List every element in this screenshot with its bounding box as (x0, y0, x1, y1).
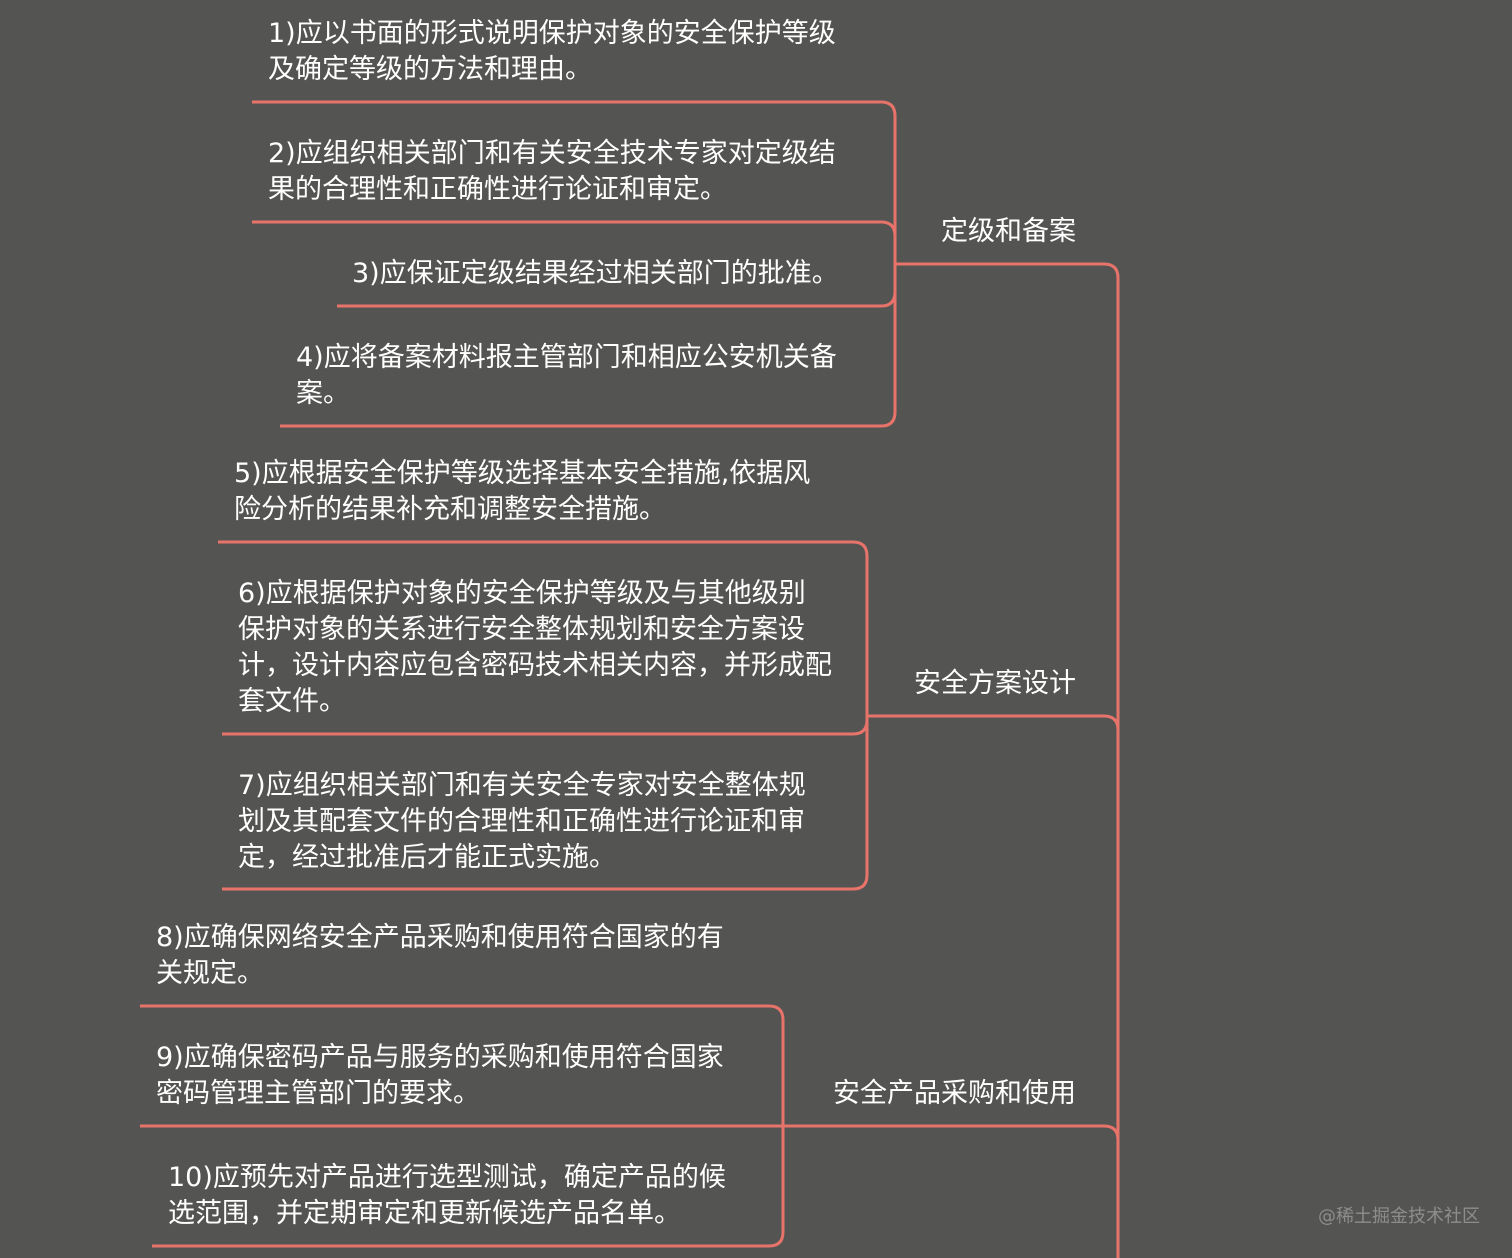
leaf-item-2: 2)应组织相关部门和有关安全技术专家对定级结果的合理性和正确性进行论证和审定。 (268, 138, 836, 205)
leaf-item-10: 10)应预先对产品进行选型测试，确定产品的候选范围，并定期审定和更新候选产品名单… (168, 1162, 726, 1229)
item-4-underline (280, 411, 897, 428)
leaf-item-3: 3)应保证定级结果经过相关部门的批准。 (352, 258, 839, 289)
branch-label-design: 安全方案设计 (914, 668, 1076, 699)
leaf-item-6: 6)应根据保护对象的安全保护等级及与其他级别保护对象的关系进行安全整体规划和安全… (238, 578, 832, 717)
watermark-text: @稀土掘金技术社区 (1318, 1206, 1480, 1227)
leaf-item-8: 8)应确保网络安全产品采购和使用符合国家的有关规定。 (156, 922, 724, 989)
leaf-item-1: 1)应以书面的形式说明保护对象的安全保护等级及确定等级的方法和理由。 (268, 18, 836, 85)
leaf-item-5: 5)应根据安全保护等级选择基本安全措施,依据风险分析的结果补充和调整安全措施。 (234, 458, 811, 525)
leaf-item-7: 7)应组织相关部门和有关安全专家对安全整体规划及其配套文件的合理性和正确性进行论… (238, 770, 806, 873)
item-7-underline (222, 874, 869, 891)
branch-label-procurement: 安全产品采购和使用 (833, 1078, 1076, 1109)
leaf-item-9: 9)应确保密码产品与服务的采购和使用符合国家密码管理主管部门的要求。 (156, 1042, 724, 1109)
branch-underline-1 (895, 262, 1120, 279)
item-5-underline (218, 540, 869, 557)
item-2-underline (252, 220, 897, 237)
branch-underline-3 (783, 1124, 1120, 1141)
item-6-underline (222, 719, 869, 736)
item-10-underline (152, 1231, 785, 1248)
branch-label-grading: 定级和备案 (941, 216, 1076, 247)
item-3-underline (337, 291, 897, 308)
leaf-item-4: 4)应将备案材料报主管部门和相应公安机关备案。 (296, 342, 837, 409)
item-1-underline (252, 100, 897, 117)
branch-underline-2 (867, 714, 1120, 731)
item-8-underline (140, 1004, 785, 1021)
